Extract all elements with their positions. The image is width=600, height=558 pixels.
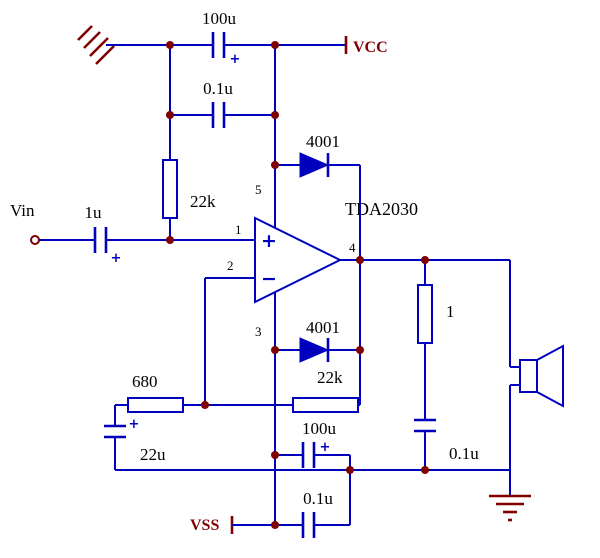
pin1-label: 1 <box>235 222 242 237</box>
junction-dot <box>201 401 209 409</box>
input-label: Vin <box>10 201 35 220</box>
diode-d2-triangle <box>299 337 330 363</box>
junction-dot <box>421 256 429 264</box>
r2-value-label: 680 <box>132 372 158 391</box>
c5-value-label: 100u <box>302 419 337 438</box>
junction-dot <box>271 111 279 119</box>
d2-value-label: 4001 <box>306 318 340 337</box>
junction-dot <box>166 236 174 244</box>
capacitor-c5-100u: + 100u <box>275 419 351 470</box>
r3-value-label: 22k <box>317 368 343 387</box>
junction-dot <box>356 256 364 264</box>
capacitor-c4-22u: + 22u <box>104 405 166 470</box>
c5-polarity-plus: + <box>320 440 331 455</box>
capacitor-c1-100u: + 100u <box>202 9 240 67</box>
junction-dots <box>166 41 429 529</box>
d1-value-label: 4001 <box>306 132 340 151</box>
c4-value-label: 22u <box>140 445 166 464</box>
vcc-label: VCC <box>353 39 388 56</box>
bias-branch: 22k <box>162 45 216 240</box>
resistor-r1-body <box>162 159 178 219</box>
vss-section: VSS 0.1u <box>190 470 351 538</box>
c7-value-label: 0.1u <box>449 444 479 463</box>
r1-value-label: 22k <box>190 192 216 211</box>
capacitor-c2-01u: 0.1u <box>170 79 275 128</box>
opamp-triangle <box>254 216 343 304</box>
feedback-leg <box>204 277 255 405</box>
diode-d1-triangle <box>299 152 330 178</box>
resistor-r4-body <box>417 284 433 344</box>
c2-value-label: 0.1u <box>203 79 233 98</box>
vcc-terminal: VCC <box>344 36 388 56</box>
ic-label: TDA2030 <box>345 199 418 219</box>
vss-label: VSS <box>190 517 219 534</box>
zobel-network: 1 0.1u <box>414 260 479 470</box>
junction-dot <box>271 451 279 459</box>
junction-dot <box>271 346 279 354</box>
speaker-cone <box>536 344 564 408</box>
junction-dot <box>271 521 279 529</box>
pin4-label: 4 <box>349 240 356 255</box>
diode-d2: 4001 <box>275 318 360 363</box>
junction-dot <box>421 466 429 474</box>
c3-polarity-plus: + <box>111 251 122 266</box>
junction-dot <box>166 41 174 49</box>
diode-d1: 4001 <box>275 132 360 178</box>
c4-polarity-plus: + <box>129 417 140 432</box>
input-section: Vin + 1u <box>10 201 255 266</box>
speaker <box>509 260 564 470</box>
earth-ground-top-icon <box>77 25 115 65</box>
c6-value-label: 0.1u <box>303 489 333 508</box>
junction-dot <box>166 111 174 119</box>
junction-dot <box>346 466 354 474</box>
pin2-label: 2 <box>227 258 234 273</box>
earth-ground-bottom-icon <box>489 470 531 522</box>
opamp-tda2030: + − TDA2030 1 2 5 3 4 <box>227 182 418 339</box>
pin5-label: 5 <box>255 182 262 197</box>
resistor-r2-body <box>127 397 184 413</box>
input-terminal <box>30 235 40 245</box>
speaker-body <box>519 359 538 393</box>
opamp-minus-sign: − <box>261 268 277 290</box>
c1-polarity-plus: + <box>230 52 241 67</box>
resistor-r3-body <box>292 397 359 413</box>
opamp-plus-sign: + <box>261 230 277 252</box>
r4-value-label: 1 <box>446 302 455 321</box>
c3-value-label: 1u <box>85 203 103 222</box>
c1-value-label: 100u <box>202 9 237 28</box>
junction-dot <box>271 161 279 169</box>
junction-dot <box>271 41 279 49</box>
pin3-label: 3 <box>255 324 262 339</box>
junction-dot <box>356 346 364 354</box>
feedback-resistors: 680 22k <box>115 368 360 413</box>
